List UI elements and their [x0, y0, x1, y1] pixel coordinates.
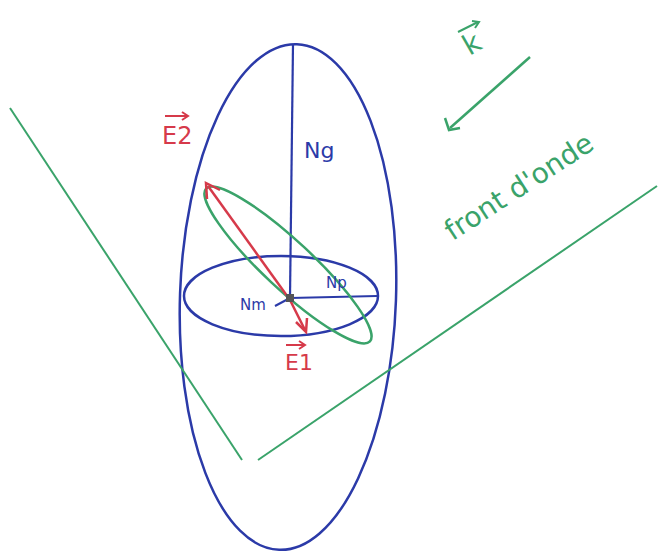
wavefront-line	[10, 108, 242, 460]
axis-label: Ng	[304, 140, 334, 162]
wavefront-label: front d'onde	[440, 129, 599, 246]
vector-mark	[472, 21, 479, 28]
vector-mark	[299, 341, 305, 349]
k-direction	[450, 57, 530, 128]
vector-mark	[165, 115, 187, 117]
axis-label: Np	[326, 276, 347, 291]
ellipsoid-outline	[171, 40, 405, 553]
vector-label: E2	[162, 124, 192, 148]
ng-axis	[290, 44, 293, 298]
e1-arrowhead	[296, 318, 307, 332]
center-point	[286, 294, 294, 302]
e2-vector	[208, 186, 290, 300]
k-arrowhead	[445, 118, 460, 130]
axis-label: Nm	[240, 298, 266, 313]
vector-mark	[286, 344, 304, 346]
vector-label: E1	[285, 352, 313, 374]
vector-mark	[182, 112, 188, 120]
e2-arrowhead	[206, 183, 220, 199]
wavevector-label: k	[458, 28, 486, 60]
section-ellipse	[190, 171, 387, 359]
np-axis	[290, 296, 377, 298]
e1-vector	[290, 300, 305, 330]
